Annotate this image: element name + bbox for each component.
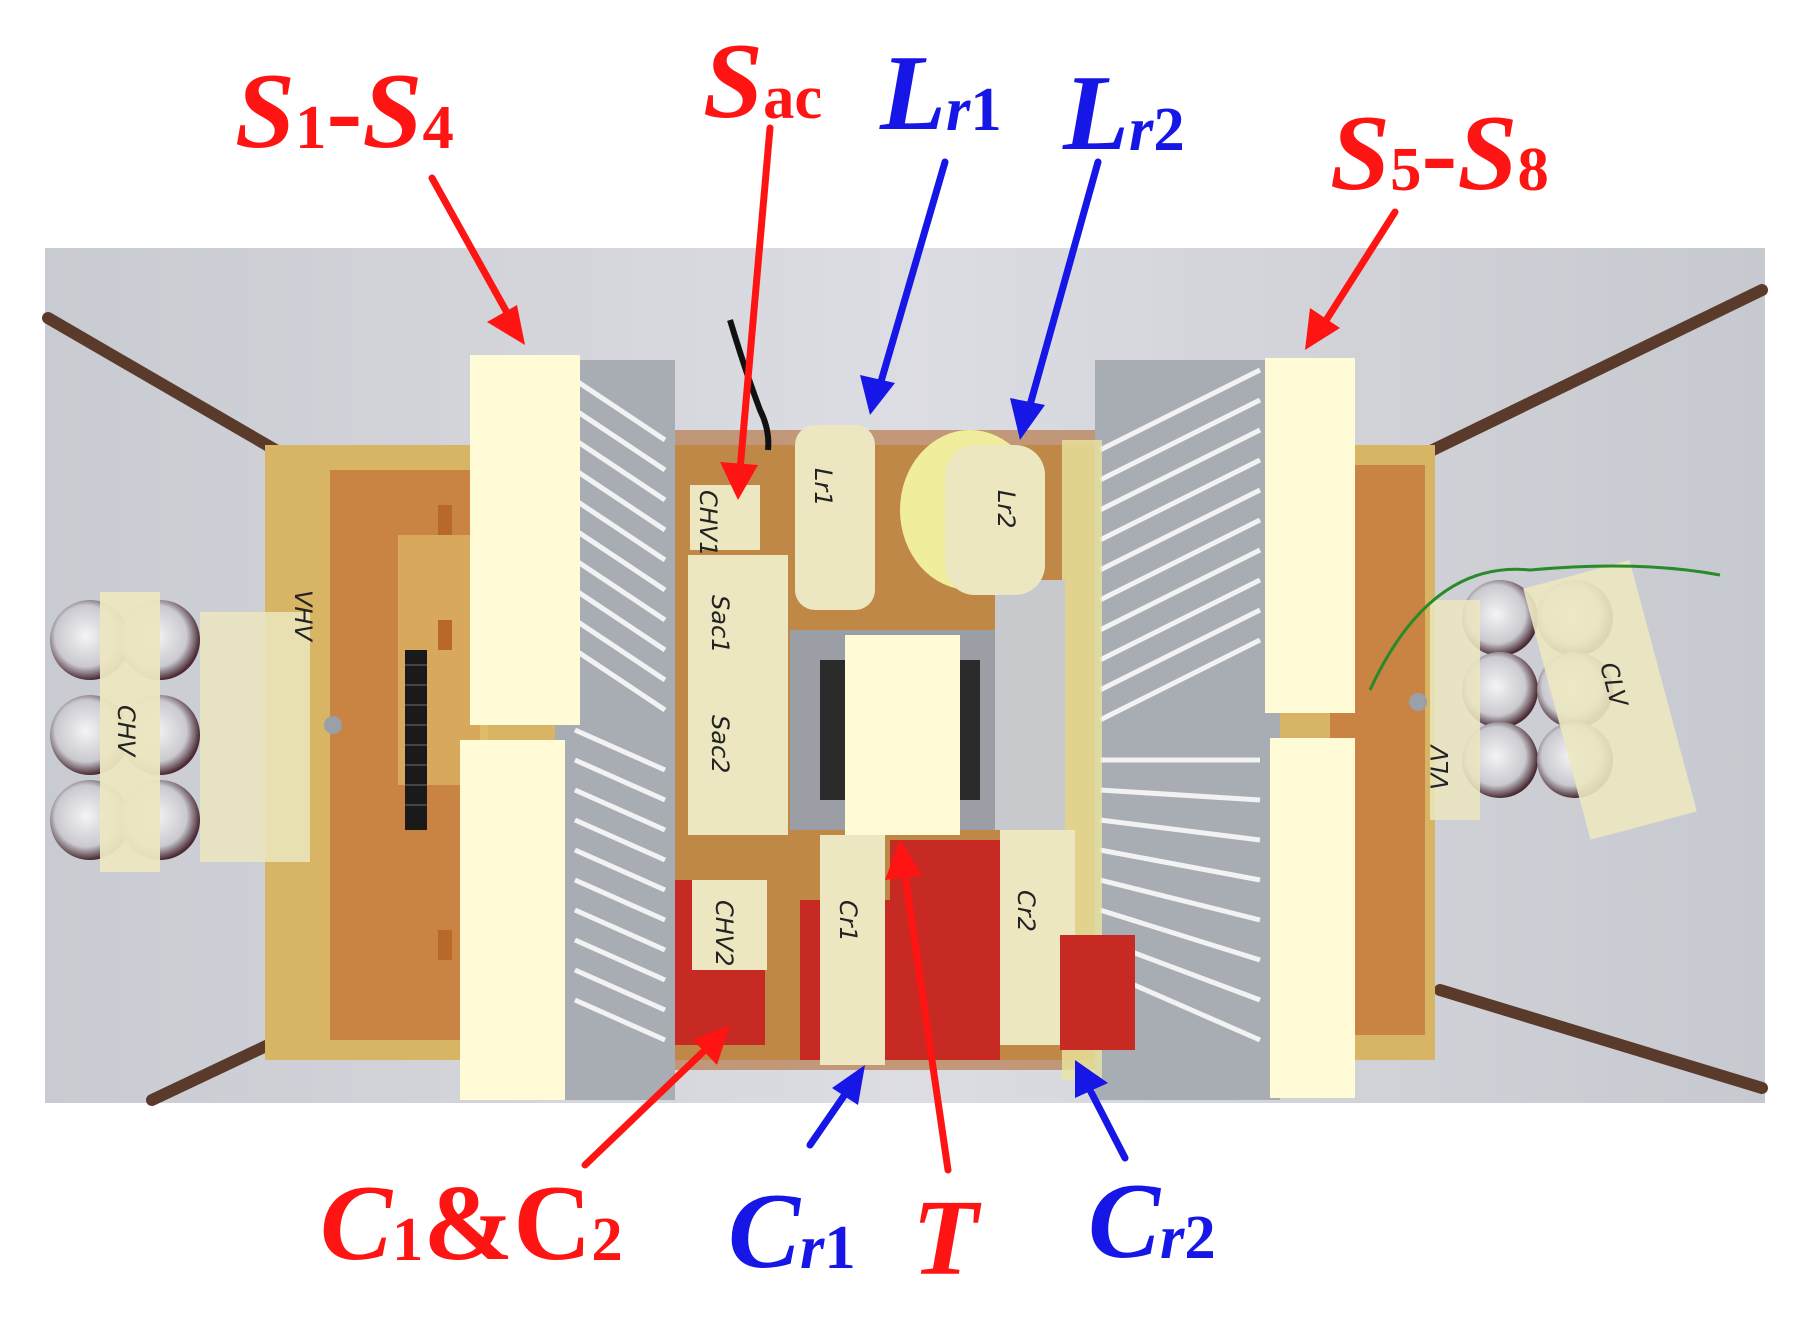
board-text-chv2: CHV2 xyxy=(710,900,738,967)
arrowhead-s1-s4 xyxy=(487,305,525,345)
arrowhead-c1-c2 xyxy=(693,1025,730,1065)
label-c-r2-main: C xyxy=(1088,1162,1161,1281)
arrow-cr1 xyxy=(806,1086,852,1149)
label-s1-s4-dash: - xyxy=(326,52,363,171)
label-l-r1-sub-n: 1 xyxy=(970,74,1002,145)
board-text-sac1: Sac1 xyxy=(706,595,734,653)
arrow-c1-c2 xyxy=(581,1046,709,1169)
board-text-cr1: Cr1 xyxy=(834,900,862,942)
label-t: T xyxy=(912,1185,978,1293)
arrowhead-lr1 xyxy=(860,375,895,415)
arrowhead-s5-s8 xyxy=(1305,308,1340,350)
label-c-r1-main: C xyxy=(728,1172,801,1291)
label-s5-s8-dash: - xyxy=(1421,94,1458,213)
board-text-chv1: CHV1 xyxy=(694,490,722,557)
label-c1-c2-b: C xyxy=(513,1164,592,1283)
board-text-lr2: Lr2 xyxy=(992,490,1020,529)
label-l-r1-main: L xyxy=(880,34,946,153)
label-l-r1: Lr1 xyxy=(880,40,1002,148)
label-l-r1-sub: r1 xyxy=(946,74,1002,144)
label-s5-s8-a: S xyxy=(1330,94,1391,213)
label-l-r2-sub-i: r xyxy=(1128,94,1154,165)
label-c-r1-sub: r1 xyxy=(800,1212,856,1282)
label-s1-s4-b: S xyxy=(362,52,423,171)
label-s5-s8-a-sub: 5 xyxy=(1390,134,1422,205)
label-s-ac-main: S xyxy=(703,22,764,141)
capacitor-bank-left xyxy=(50,592,310,872)
label-s-ac: Sac xyxy=(703,28,822,136)
label-s1-s4-a: S xyxy=(235,52,296,171)
board-text-chv: CHV xyxy=(112,705,140,758)
label-s1-s4: S1-S4 xyxy=(235,58,454,166)
label-c-r1-sub-i: r xyxy=(800,1212,825,1283)
label-s1-s4-a-sub: 1 xyxy=(295,92,327,163)
arrowhead-t xyxy=(885,840,922,880)
arrow-sac xyxy=(736,124,774,474)
label-c-r2: Cr2 xyxy=(1088,1168,1216,1276)
board-text-vlv: VLV xyxy=(1426,744,1454,790)
board-text-lr1: Lr1 xyxy=(809,468,837,507)
label-s1-s4-b-sub: 4 xyxy=(422,92,454,163)
arrow-s1-s4 xyxy=(428,174,514,322)
annotation-arrows xyxy=(428,124,1399,1174)
label-c1-c2-b-sub: 2 xyxy=(591,1204,623,1275)
label-c1-c2-amp: & xyxy=(423,1164,514,1283)
arrowhead-cr1 xyxy=(832,1065,865,1105)
label-l-r2-main: L xyxy=(1063,54,1129,173)
label-l-r2-sub-n: 2 xyxy=(1153,94,1185,165)
board-text-cr2: Cr2 xyxy=(1012,890,1040,932)
label-c-r2-sub-n: 2 xyxy=(1184,1202,1216,1273)
arrowhead-lr2 xyxy=(1010,398,1045,440)
arrow-cr2 xyxy=(1086,1086,1129,1162)
label-s5-s8-b: S xyxy=(1457,94,1518,213)
label-s5-s8-b-sub: 8 xyxy=(1517,134,1549,205)
capacitor-bank-right xyxy=(1368,560,1721,840)
label-c1-c2-a: C xyxy=(320,1164,393,1283)
label-t-main: T xyxy=(912,1179,978,1298)
label-c-r2-sub: r2 xyxy=(1160,1202,1216,1272)
arrow-lr2 xyxy=(1026,158,1102,409)
label-l-r2: Lr2 xyxy=(1063,60,1185,168)
center-components xyxy=(675,319,1135,1065)
arrow-t xyxy=(901,871,952,1174)
arrow-lr1 xyxy=(876,158,949,389)
label-c1-c2: C1&C2 xyxy=(320,1170,623,1278)
arrowhead-sac xyxy=(720,462,758,500)
heatsink-left xyxy=(460,355,675,1100)
arrow-s5-s8 xyxy=(1321,208,1399,326)
arrowhead-cr2 xyxy=(1075,1060,1108,1098)
label-c-r1-sub-n: 1 xyxy=(824,1212,856,1283)
label-c-r1: Cr1 xyxy=(728,1178,856,1286)
board-text-sac2: Sac2 xyxy=(706,715,734,773)
label-c1-c2-a-sub: 1 xyxy=(392,1204,424,1275)
label-l-r1-sub-i: r xyxy=(945,74,971,145)
label-s5-s8: S5-S8 xyxy=(1330,100,1549,208)
support-rods xyxy=(42,284,1768,1106)
label-c-r2-sub-i: r xyxy=(1160,1202,1185,1273)
label-s-ac-sub: ac xyxy=(763,62,823,133)
label-l-r2-sub: r2 xyxy=(1129,94,1185,164)
board-text-vhv: VHV xyxy=(289,590,317,642)
